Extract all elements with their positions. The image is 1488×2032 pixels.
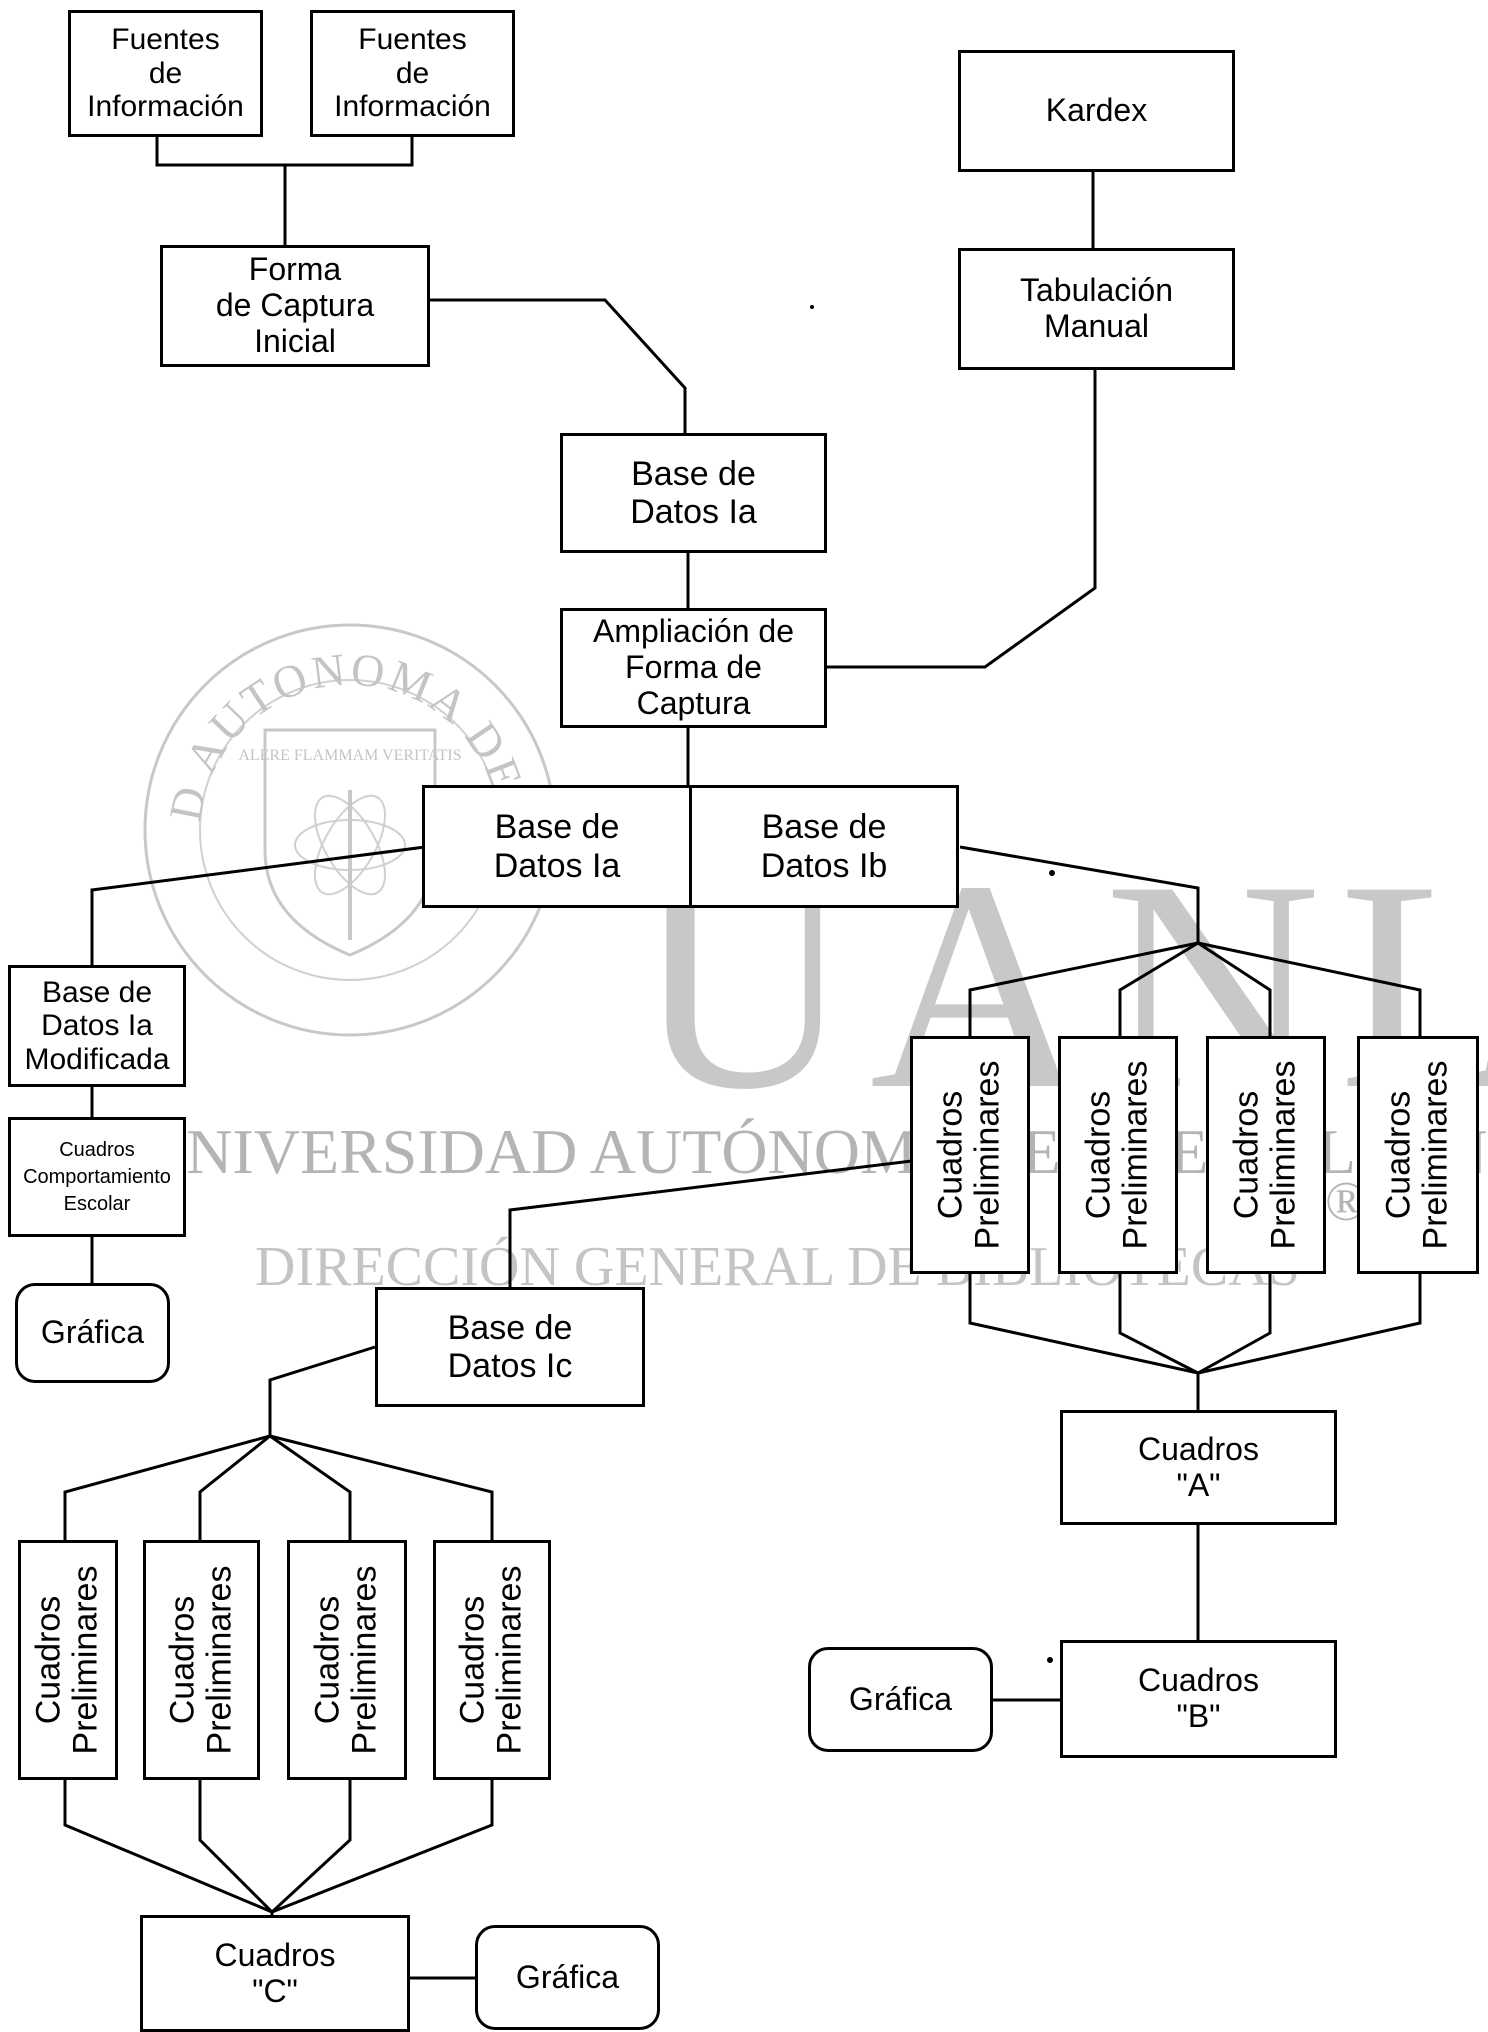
- cuadros-preliminares-left-3: Cuadros Preliminares: [287, 1540, 407, 1780]
- stray-dot: [1049, 870, 1055, 876]
- stray-dot: [810, 305, 814, 309]
- base-datos-ic-box: Base de Datos Ic: [375, 1287, 645, 1407]
- cuadros-preliminares-left-1: Cuadros Preliminares: [18, 1540, 118, 1780]
- base-datos-ia-mid-box: Base de Datos Ia: [422, 785, 692, 908]
- cuadros-c-box: Cuadros "C": [140, 1915, 410, 2032]
- cuadros-preliminares-left-2: Cuadros Preliminares: [143, 1540, 260, 1780]
- cuadros-preliminares-right-3: Cuadros Preliminares: [1206, 1036, 1326, 1274]
- grafica-left-box: Gráfica: [15, 1283, 170, 1383]
- cuadros-b-box: Cuadros "B": [1060, 1640, 1337, 1758]
- grafica-b-box: Gráfica: [808, 1647, 993, 1752]
- cuadros-preliminares-right-4: Cuadros Preliminares: [1357, 1036, 1479, 1274]
- grafica-c-box: Gráfica: [475, 1925, 660, 2030]
- cuadros-preliminares-right-2: Cuadros Preliminares: [1058, 1036, 1178, 1274]
- ampliacion-forma-captura-box: Ampliación de Forma de Captura: [560, 608, 827, 728]
- tabulacion-manual-box: Tabulación Manual: [958, 248, 1235, 370]
- base-datos-ia-modificada-box: Base de Datos Ia Modificada: [8, 965, 186, 1087]
- cuadros-comportamiento-escolar-box: Cuadros Comportamiento Escolar: [8, 1117, 186, 1237]
- cuadros-a-box: Cuadros "A": [1060, 1410, 1337, 1525]
- base-datos-ia-top-box: Base de Datos Ia: [560, 433, 827, 553]
- base-datos-ib-box: Base de Datos Ib: [689, 785, 959, 908]
- forma-captura-inicial-box: Forma de Captura Inicial: [160, 245, 430, 367]
- stray-dot: [1047, 1657, 1053, 1663]
- kardex-box: Kardex: [958, 50, 1235, 172]
- fuentes-informacion-1-box: Fuentes de Información: [68, 10, 263, 137]
- fuentes-informacion-2-box: Fuentes de Información: [310, 10, 515, 137]
- cuadros-preliminares-right-1: Cuadros Preliminares: [910, 1036, 1030, 1274]
- seal-motto: ALERE FLAMMAM VERITATIS: [238, 747, 461, 764]
- cuadros-preliminares-left-4: Cuadros Preliminares: [433, 1540, 551, 1780]
